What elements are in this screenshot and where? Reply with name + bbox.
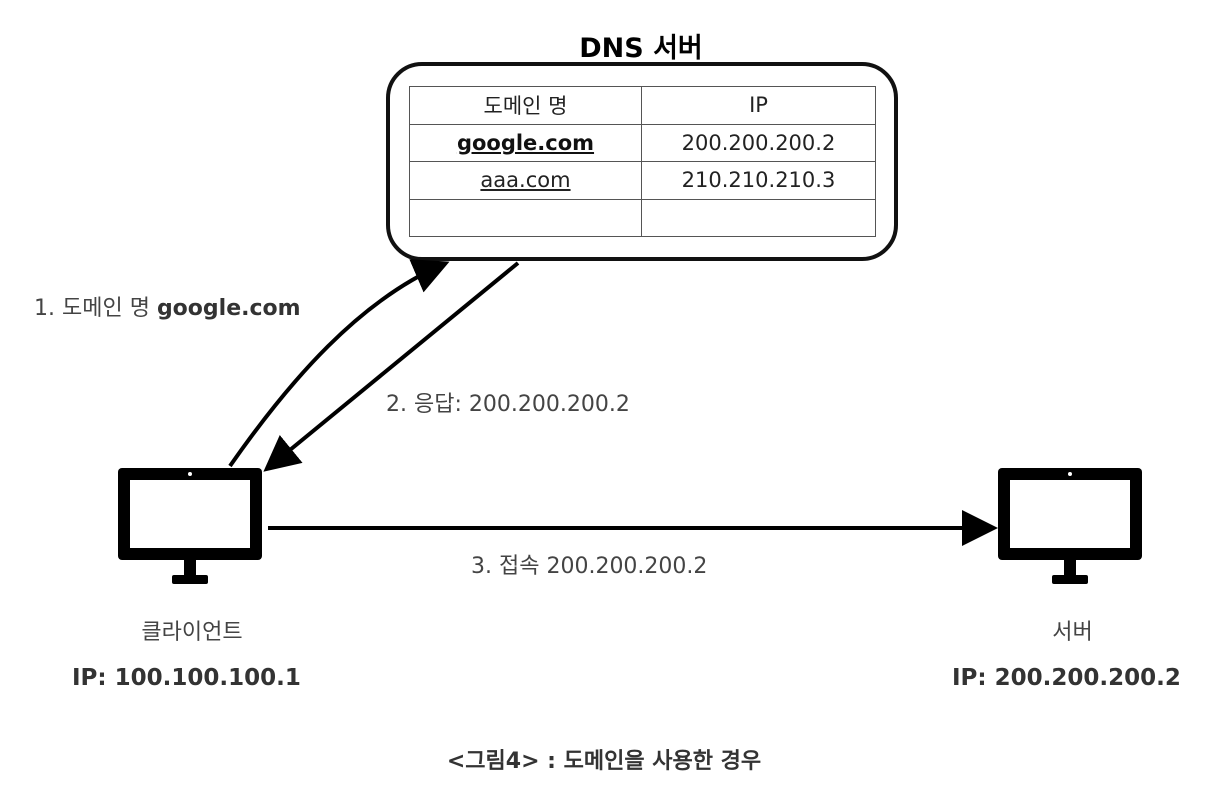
dns-server-title: DNS 서버 <box>579 33 703 64</box>
server-name: 서버 <box>1052 620 1093 645</box>
domain-cell[interactable]: google.com <box>409 123 642 162</box>
column-header-domain: 도메인 명 <box>409 86 642 125</box>
client-ip: IP: 100.100.100.1 <box>72 665 301 691</box>
query-label: 1. 도메인 명 google.com <box>34 290 301 322</box>
query-arrow <box>228 259 450 468</box>
figure-caption: <그림4> : 도메인을 사용한 경우 <box>446 749 762 774</box>
table-row: google.com 200.200.200.2 <box>409 123 876 162</box>
table-header-row: 도메인 명 IP <box>409 86 876 125</box>
ip-cell <box>641 198 876 237</box>
domain-aaa-link[interactable]: aaa.com <box>480 168 571 193</box>
client-monitor-icon <box>118 468 262 584</box>
connect-label: 3. 접속 200.200.200.2 <box>471 554 708 579</box>
table-row <box>409 198 876 237</box>
domain-cell[interactable]: aaa.com <box>409 161 642 200</box>
domain-google-link[interactable]: google.com <box>456 130 595 155</box>
query-label-domain: google.com <box>156 296 301 321</box>
domain-cell <box>409 198 642 237</box>
client-name: 클라이언트 <box>141 620 243 645</box>
column-header-ip: IP <box>641 86 876 125</box>
server-ip: IP: 200.200.200.2 <box>952 665 1181 691</box>
table-row: aaa.com 210.210.210.3 <box>409 161 876 200</box>
response-label: 2. 응답: 200.200.200.2 <box>386 392 630 417</box>
ip-cell: 210.210.210.3 <box>641 161 876 200</box>
dns-table: 도메인 명 IP google.com 200.200.200.2 aaa.co… <box>409 86 876 237</box>
server-monitor-icon <box>998 468 1142 584</box>
query-label-prefix: 1. 도메인 명 <box>34 296 150 321</box>
ip-cell: 200.200.200.2 <box>641 123 876 162</box>
response-arrow <box>263 261 520 472</box>
